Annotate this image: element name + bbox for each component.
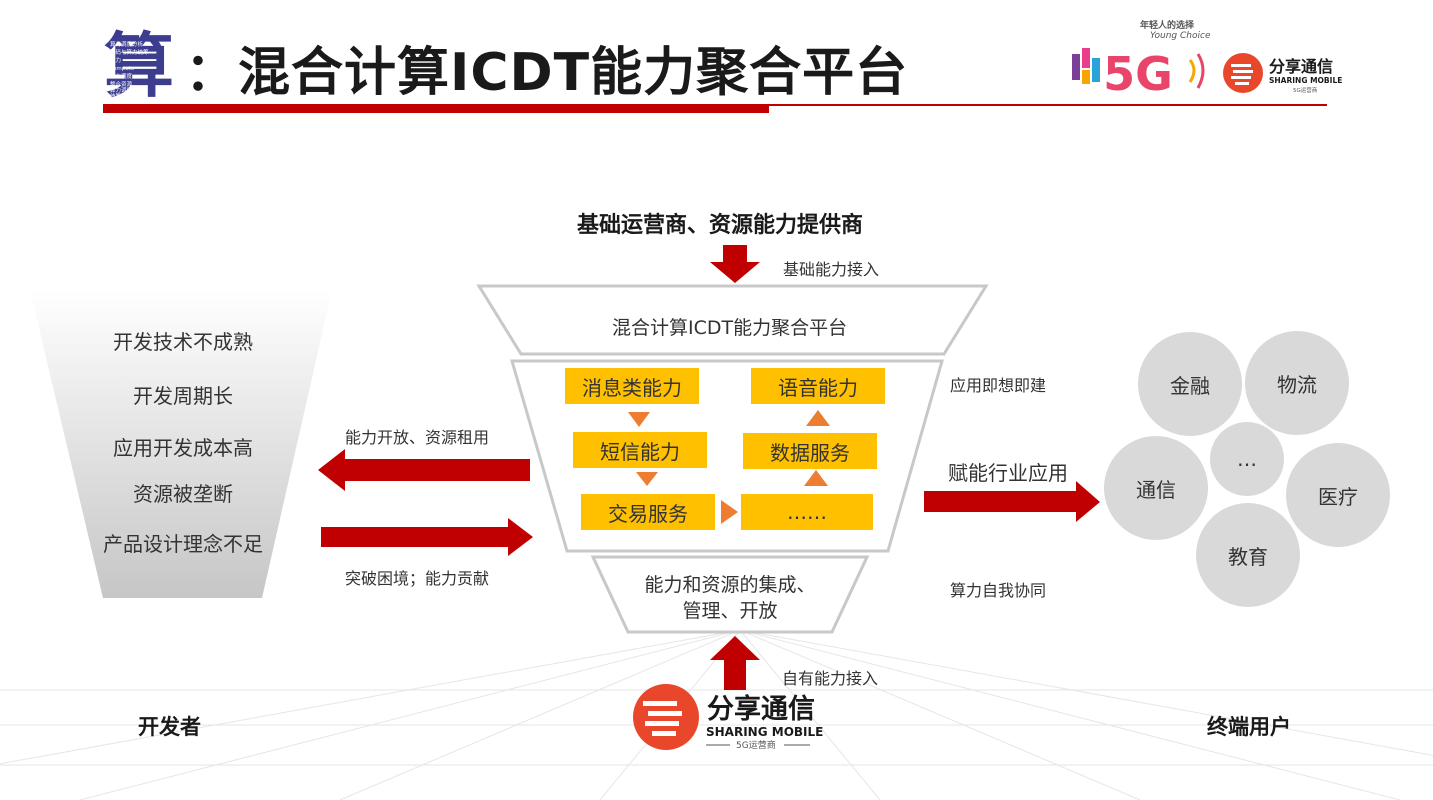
platform-label: 混合计算ICDT能力聚合平台 <box>612 317 848 339</box>
company-logo-top: 分享通信 SHARING MOBILE 5G运营商 <box>1223 53 1342 94</box>
integration-label: 能力和资源的集成、 管理、开放 <box>612 572 848 624</box>
dev-pain-item: 资源被垄断 <box>133 482 233 506</box>
logo-top-en: SHARING MOBILE <box>1269 76 1342 85</box>
own-access-label: 自有能力接入 <box>782 669 879 688</box>
title-icon: 算 算力调度分析 编码与算力统筹 算力 compute 算力调度 整合资源 算力… <box>104 28 174 100</box>
provider-access-label: 基础能力接入 <box>783 260 880 279</box>
arrow-right-break <box>321 518 533 556</box>
industry-bubble: … <box>1210 422 1284 496</box>
title-icon-word: 算力调度分析 <box>110 86 144 94</box>
capability-box-msg: 消息类能力 <box>565 368 699 404</box>
logo-bottom-sub: 5G运营商 <box>736 739 776 751</box>
arrow-more-to-data <box>804 470 828 486</box>
capability-box-data: 数据服务 <box>743 433 877 469</box>
end-user-role-label: 终端用户 <box>1207 715 1291 739</box>
brand-slogan-en: Young Choice <box>1150 31 1211 41</box>
provider-title: 基础运营商、资源能力提供商 <box>577 213 864 238</box>
arrow-down-provider <box>710 245 760 283</box>
arrow-sms-to-trade <box>636 472 658 486</box>
funnel-bottom-layer <box>590 555 870 634</box>
industry-bubble: 金融 <box>1138 332 1242 436</box>
brand-slogan-cn: 年轻人的选择 <box>1140 21 1195 31</box>
arrow-msg-to-sms <box>628 412 650 427</box>
logo-top-sub: 5G运营商 <box>1293 86 1318 94</box>
compute-label: 算力自我协同 <box>950 581 1047 600</box>
empower-label: 赋能行业应用 <box>948 461 1068 485</box>
title-icon-word: 统筹算力资源 <box>110 92 144 100</box>
industry-bubble: 通信 <box>1104 436 1208 540</box>
title-prefix-char: 算 <box>104 28 174 100</box>
capability-box-more: …… <box>741 494 873 530</box>
arrow-data-to-voice <box>806 410 830 426</box>
brand-slogan: 年轻人的选择 Young Choice <box>1140 18 1210 41</box>
build-label: 应用即想即建 <box>950 376 1047 395</box>
title-icon-word: 算力调度分析 <box>110 40 144 48</box>
dev-pain-item: 开发技术不成熟 <box>113 330 253 354</box>
logo-bottom-en: SHARING MOBILE <box>706 725 823 739</box>
capability-box-sms: 短信能力 <box>573 432 707 468</box>
dev-pain-item: 产品设计理念不足 <box>103 532 263 556</box>
open-resource-label: 能力开放、资源租用 <box>345 428 490 447</box>
title-icon-word: 整合资源 <box>110 80 133 88</box>
arrow-right-empower <box>924 481 1100 522</box>
breakthrough-label: 突破困境；能力贡献 <box>345 569 490 588</box>
industry-bubble: 物流 <box>1245 331 1349 435</box>
developer-pain-panel <box>30 290 332 598</box>
arrow-left-open <box>318 449 530 491</box>
title-icon-word: 算力调度 <box>110 72 133 80</box>
developer-role-label: 开发者 <box>138 715 201 739</box>
logo-top-cn: 分享通信 <box>1269 57 1333 76</box>
title-icon-word: 编码与算力统筹 <box>110 48 149 56</box>
dev-pain-item: 开发周期长 <box>133 384 233 408</box>
title-icon-word: 算力 <box>110 56 121 64</box>
logo-bottom-cn: 分享通信 <box>707 693 815 725</box>
capability-box-voice: 语音能力 <box>751 368 885 404</box>
page-title: ：混合计算ICDT能力聚合平台 <box>185 43 909 103</box>
arrow-up-own <box>710 636 760 690</box>
brand-5g-logo: 5G <box>1072 47 1205 98</box>
industry-bubble: 医疗 <box>1286 443 1390 547</box>
title-underline-accent <box>103 104 769 113</box>
title-icon-word: compute <box>110 66 135 72</box>
company-logo-bottom: 分享通信 SHARING MOBILE 5G运营商 <box>633 684 823 751</box>
integration-label-line2: 管理、开放 <box>682 600 778 622</box>
dev-pain-item: 应用开发成本高 <box>113 436 253 460</box>
integration-label-line1: 能力和资源的集成、 <box>644 574 816 596</box>
funnel-top-layer <box>476 284 989 356</box>
brand-5g-text: 5G <box>1103 47 1173 98</box>
industry-bubble: 教育 <box>1196 503 1300 607</box>
capability-box-trade: 交易服务 <box>581 494 715 530</box>
arrow-trade-to-more <box>721 500 738 524</box>
